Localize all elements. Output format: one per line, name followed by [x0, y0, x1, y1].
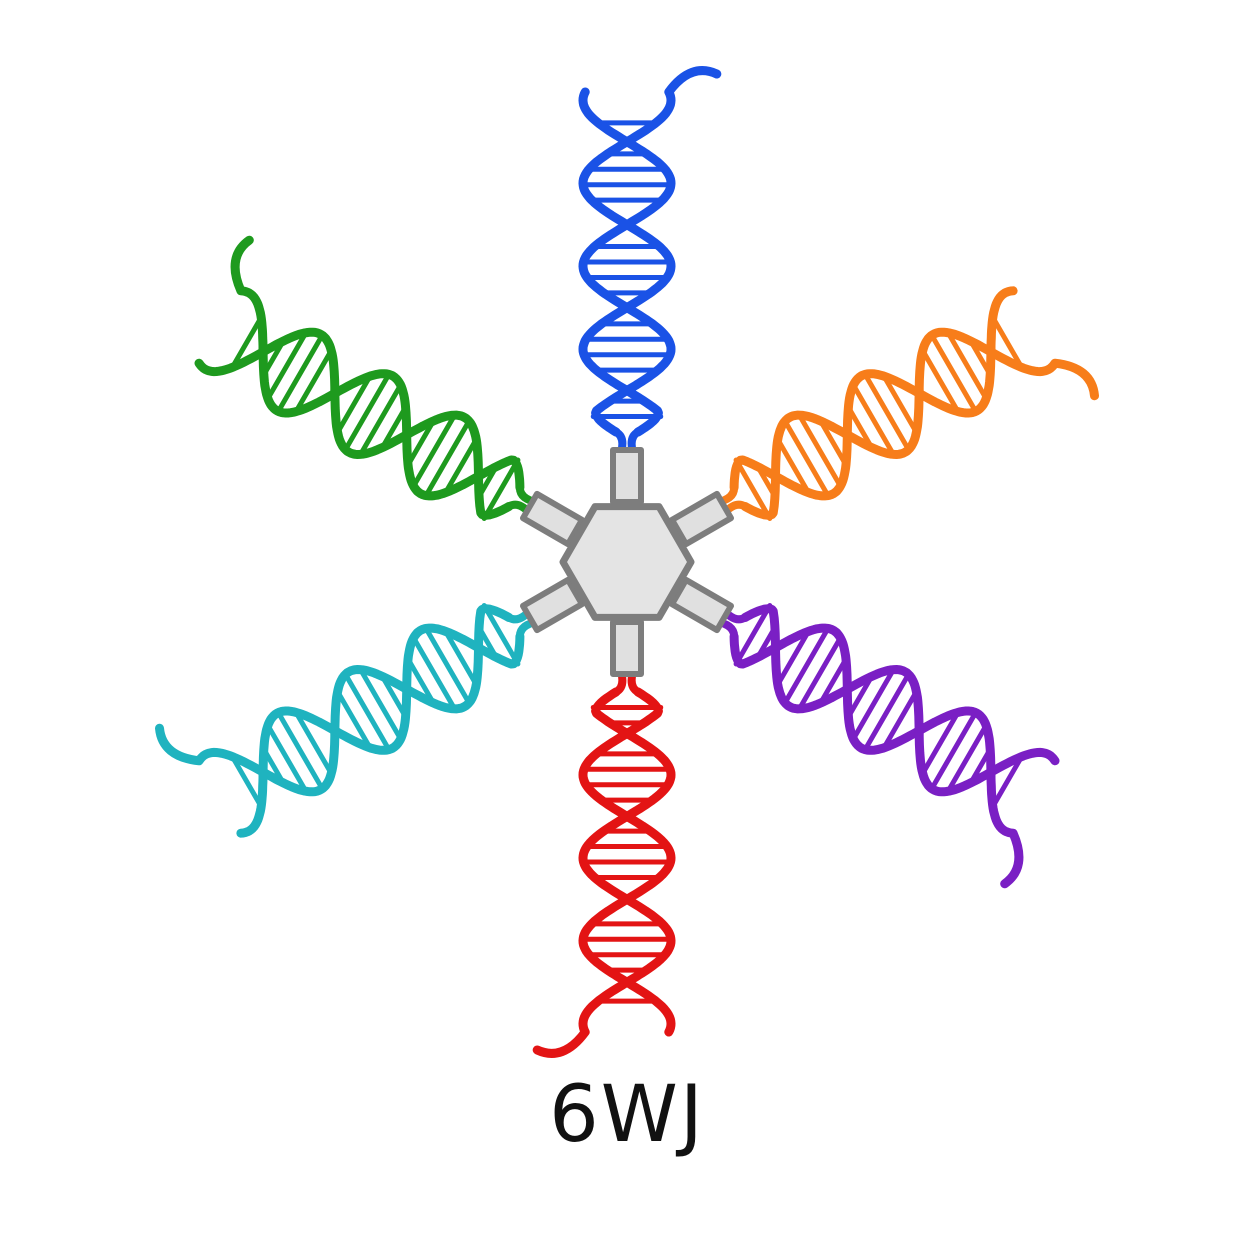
arm-bottom-strand-b: [578, 687, 676, 1037]
arm-upper-right-base-pair: [921, 350, 960, 412]
arm-upper-left-base-pair: [380, 406, 408, 449]
arm-upper-right-base-pair: [776, 439, 810, 494]
arm-lower-right-base-pair: [882, 691, 918, 749]
arm-lower-left-strand-b: [236, 623, 525, 838]
arm-lower-left-strand-a: [155, 604, 514, 797]
hub-connector: [610, 447, 644, 505]
arm-lower-left-base-pair: [336, 691, 372, 749]
arm-lower-left-base-pair: [277, 713, 323, 789]
arm-upper-left-base-pair: [412, 415, 456, 486]
arm-lower-right-base-pair: [798, 638, 842, 709]
arm-upper-left-base-pair: [336, 375, 372, 433]
central-hub: [520, 447, 734, 677]
arm-upper-left-base-pair: [277, 335, 323, 411]
hub-hexagon: [559, 503, 695, 621]
arm-upper-left-base-pair: [425, 421, 470, 496]
arm-lower-right-base-pair: [947, 725, 988, 792]
arm-bottom-strand-a: [532, 687, 676, 1058]
junction-label: 6WJ: [549, 1070, 705, 1160]
arm-upper-right-base-pair: [846, 406, 874, 449]
arm-lower-right-base-pair: [921, 712, 960, 774]
arm-lower-right-strand-a: [729, 623, 1024, 889]
hub-connector: [669, 576, 734, 634]
arm-lower-left-base-pair: [266, 725, 307, 792]
arm-upper-left-base-pair: [406, 420, 435, 466]
arm-lower-left: [155, 603, 545, 838]
hub-connector: [610, 619, 644, 677]
hub-connector: [520, 576, 585, 634]
arm-lower-left-base-pair: [294, 712, 333, 774]
arm-lower-left-base-pair: [380, 675, 408, 718]
arm-lower-right-base-pair: [991, 756, 1024, 808]
arm-upper-right-strand-a: [740, 327, 1099, 520]
arm-lower-right-strand-b: [740, 604, 1060, 797]
arm-lower-right-base-pair: [784, 628, 829, 703]
arm-upper-left-base-pair: [266, 332, 307, 399]
arm-upper-left-base-pair: [294, 350, 333, 412]
arm-upper-right-base-pair: [852, 385, 895, 455]
hub-connector: [669, 490, 734, 548]
arm-upper-left-strand-b: [194, 327, 514, 520]
arm-upper-right-base-pair: [733, 457, 773, 521]
arm-upper-left-base-pair: [444, 439, 478, 494]
helix-arms: [155, 66, 1099, 1058]
arm-upper-left: [194, 235, 545, 521]
arm-lower-left-base-pair: [481, 603, 521, 667]
arm-lower-left-base-pair: [425, 628, 470, 703]
arm-lower-left-base-pair: [344, 674, 390, 750]
arm-lower-right-base-pair: [864, 674, 910, 750]
arm-lower-left-base-pair: [359, 669, 402, 739]
arm-upper-right-base-pair: [784, 421, 829, 496]
hub-connector: [520, 490, 585, 548]
arm-top-strand-b: [578, 87, 676, 437]
arm-lower-right-base-pair: [776, 630, 810, 685]
arm-upper-right: [709, 286, 1099, 521]
arm-lower-left-base-pair: [406, 658, 435, 704]
arm-upper-right-base-pair: [819, 420, 848, 466]
arm-lower-right: [709, 603, 1060, 889]
arm-upper-left-base-pair: [344, 374, 390, 450]
arm-upper-right-base-pair: [882, 375, 918, 433]
arm-upper-left-base-pair: [230, 316, 263, 368]
arm-lower-right-base-pair: [852, 669, 895, 739]
arm-lower-right-base-pair: [931, 713, 977, 789]
arm-top: [578, 66, 722, 462]
arm-upper-right-strand-b: [729, 286, 1018, 501]
arm-upper-left-strand-a: [230, 235, 525, 501]
arm-bottom: [532, 662, 676, 1058]
arm-lower-right-base-pair: [846, 675, 874, 718]
arm-top-strand-a: [578, 66, 722, 437]
arm-upper-right-base-pair: [798, 415, 842, 486]
arm-lower-right-base-pair: [819, 658, 848, 704]
arm-upper-left-base-pair: [359, 385, 402, 455]
arm-lower-right-base-pair: [733, 603, 773, 667]
arm-upper-right-base-pair: [864, 374, 910, 450]
arm-lower-left-base-pair: [230, 756, 263, 808]
arm-upper-left-base-pair: [481, 457, 521, 521]
arm-lower-left-base-pair: [444, 630, 478, 685]
arm-upper-right-base-pair: [947, 332, 988, 399]
arm-upper-right-base-pair: [931, 335, 977, 411]
arm-upper-right-base-pair: [991, 316, 1024, 368]
arm-lower-left-base-pair: [412, 638, 456, 709]
